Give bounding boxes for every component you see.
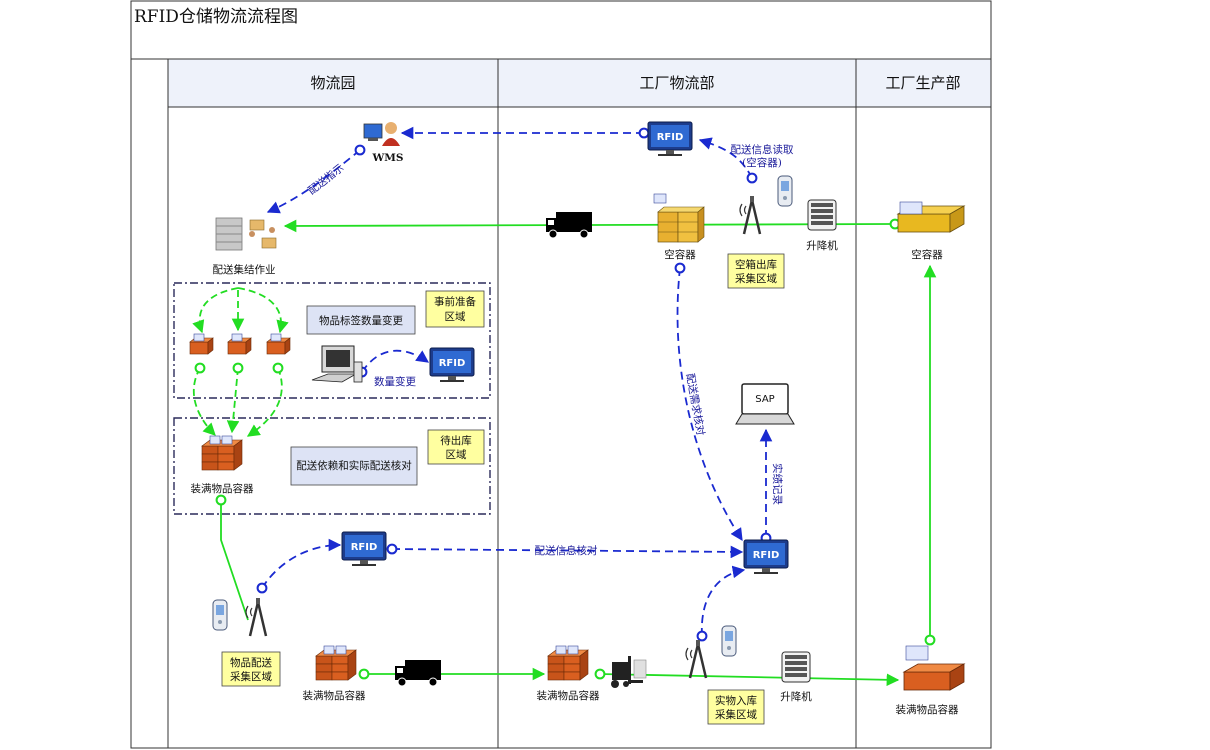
handheld-reader-park-icon [212,599,228,631]
prep-area-line1: 事前准备 [434,295,476,308]
delivery-info-check-label: 配送信息核对 [535,544,598,557]
handheld-reader-in-icon [721,625,737,657]
prep-area-tag [425,290,485,328]
read-info-line2: (空容器) [742,156,782,169]
empty-out-area-tag [727,253,785,289]
pc-terminal-icon [311,345,363,383]
full-container-park-label: 装满物品容器 [303,689,366,702]
handheld-reader-out-icon [777,175,793,207]
pending-area-line1: 待出库 [440,434,472,447]
lift-bottom-label: 升降机 [780,690,812,703]
read-info-line1: 配送信息读取 [731,143,794,156]
label-change-note [306,305,416,335]
rfid-monitor-prep-text: RFID [439,358,466,369]
full-container-production-label: 装满物品容器 [896,703,959,716]
lane-header-park: 物流园 [310,74,355,92]
empty-out-area-line2: 采集区域 [735,272,777,285]
empty-container-production-icon [896,201,966,233]
sap-laptop-icon [735,383,795,425]
delivery-check-text: 配送依赖和实际配送核对 [296,459,412,472]
empty-out-area-line1: 空箱出库 [735,258,777,271]
wms-operator-icon [363,122,400,146]
label-change-text: 物品标签数量变更 [319,314,403,327]
delivery-check-note [290,446,418,486]
item-collect-area-line1: 物品配送 [230,656,272,669]
full-container-production-icon [902,645,966,691]
prep-zone-box [173,282,491,399]
prep-area-line2: 区域 [445,310,466,323]
qty-change-label: 数量变更 [374,375,416,388]
empty-container-stack-icon [653,193,705,243]
lane-header-factory-production: 工厂生产部 [885,74,960,92]
pending-area-line2: 区域 [446,448,467,461]
sap-record-label: 实绩记录 [771,463,784,505]
lift-top-label: 升降机 [806,239,838,252]
wms-label: WMS [372,152,404,164]
info-flow-lines [256,126,773,642]
full-container-logistics-label: 装满物品容器 [537,689,600,702]
pending-area-tag [427,429,485,465]
empty-container-production-label: 空容器 [911,248,943,261]
lift-bottom-icon [781,651,811,683]
rfid-monitor-top-text: RFID [657,132,684,143]
forklift-icon [611,656,647,688]
item-collect-area-tag [221,651,281,687]
item-collect-area-line2: 采集区域 [230,670,272,683]
lane-header-factory-logistics: 工厂物流部 [639,74,714,92]
rfid-monitor-park-text: RFID [351,542,378,553]
rfid-monitor-logistics-text: RFID [753,550,780,561]
diagram-title: RFID仓储物流流程图 [134,7,298,27]
in-area-tag [707,689,765,725]
full-container-pending-label: 装满物品容器 [191,482,254,495]
frame [130,0,992,749]
delivery-collect-label: 配送集结作业 [213,263,276,276]
lift-top-icon [807,199,837,231]
pending-zone-box [173,417,491,515]
in-area-line2: 采集区域 [715,708,757,721]
in-area-line1: 实物入库 [715,694,757,707]
empty-container-logistics-label: 空容器 [664,248,696,261]
sap-text: SAP [755,394,774,405]
delivery-collect-icon [215,217,277,251]
